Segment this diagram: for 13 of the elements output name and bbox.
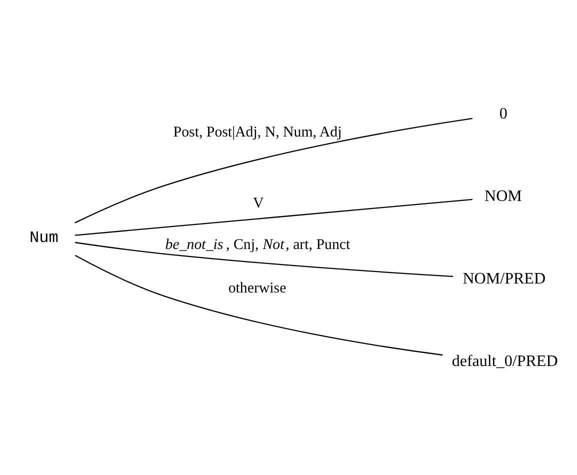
connector [74, 241, 454, 277]
edge-label: be_not_is, Cnj, Not, art, Punct [165, 236, 350, 252]
connector [74, 198, 472, 236]
node-text: NOM [484, 187, 522, 204]
edge-label: Post, Post|Adj, N, Num, Adj [173, 124, 342, 140]
edge-label: otherwise [228, 280, 286, 296]
node-text: 0 [499, 104, 508, 122]
node-text: NOM/PRED [462, 270, 546, 287]
node-text: default_0/PRED [452, 352, 558, 370]
connector [74, 117, 473, 223]
edge-label: V [252, 195, 264, 212]
node-text: Num [29, 228, 58, 247]
connector [74, 254, 443, 356]
